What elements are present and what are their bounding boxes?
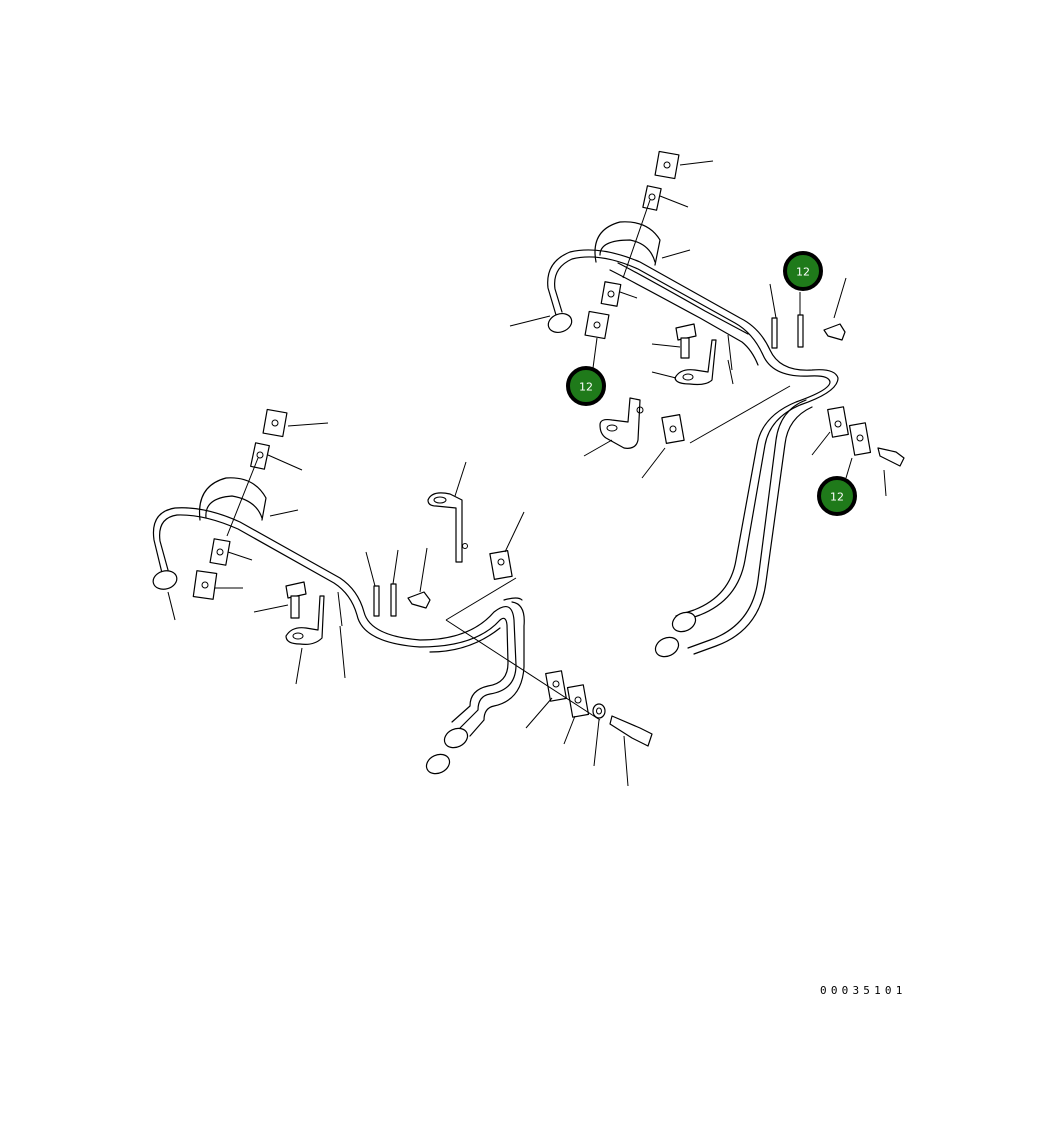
callout-label: 12 bbox=[579, 381, 593, 394]
callout-2[interactable]: 12 bbox=[566, 366, 606, 406]
callout-label: 12 bbox=[830, 491, 844, 504]
callout-circle bbox=[783, 251, 823, 291]
callout-1[interactable]: 12 bbox=[783, 251, 823, 291]
right-injection-pipe-assembly bbox=[547, 150, 905, 658]
drawing-number: 00035101 bbox=[820, 984, 907, 997]
callout-circle bbox=[817, 476, 857, 516]
callout-3[interactable]: 12 bbox=[817, 476, 857, 516]
callout-label: 12 bbox=[796, 266, 810, 279]
left-injection-pipe-assembly bbox=[152, 408, 653, 775]
right-leader-lines bbox=[509, 160, 887, 497]
left-leader-lines bbox=[167, 422, 629, 787]
callout-circle bbox=[566, 366, 606, 406]
